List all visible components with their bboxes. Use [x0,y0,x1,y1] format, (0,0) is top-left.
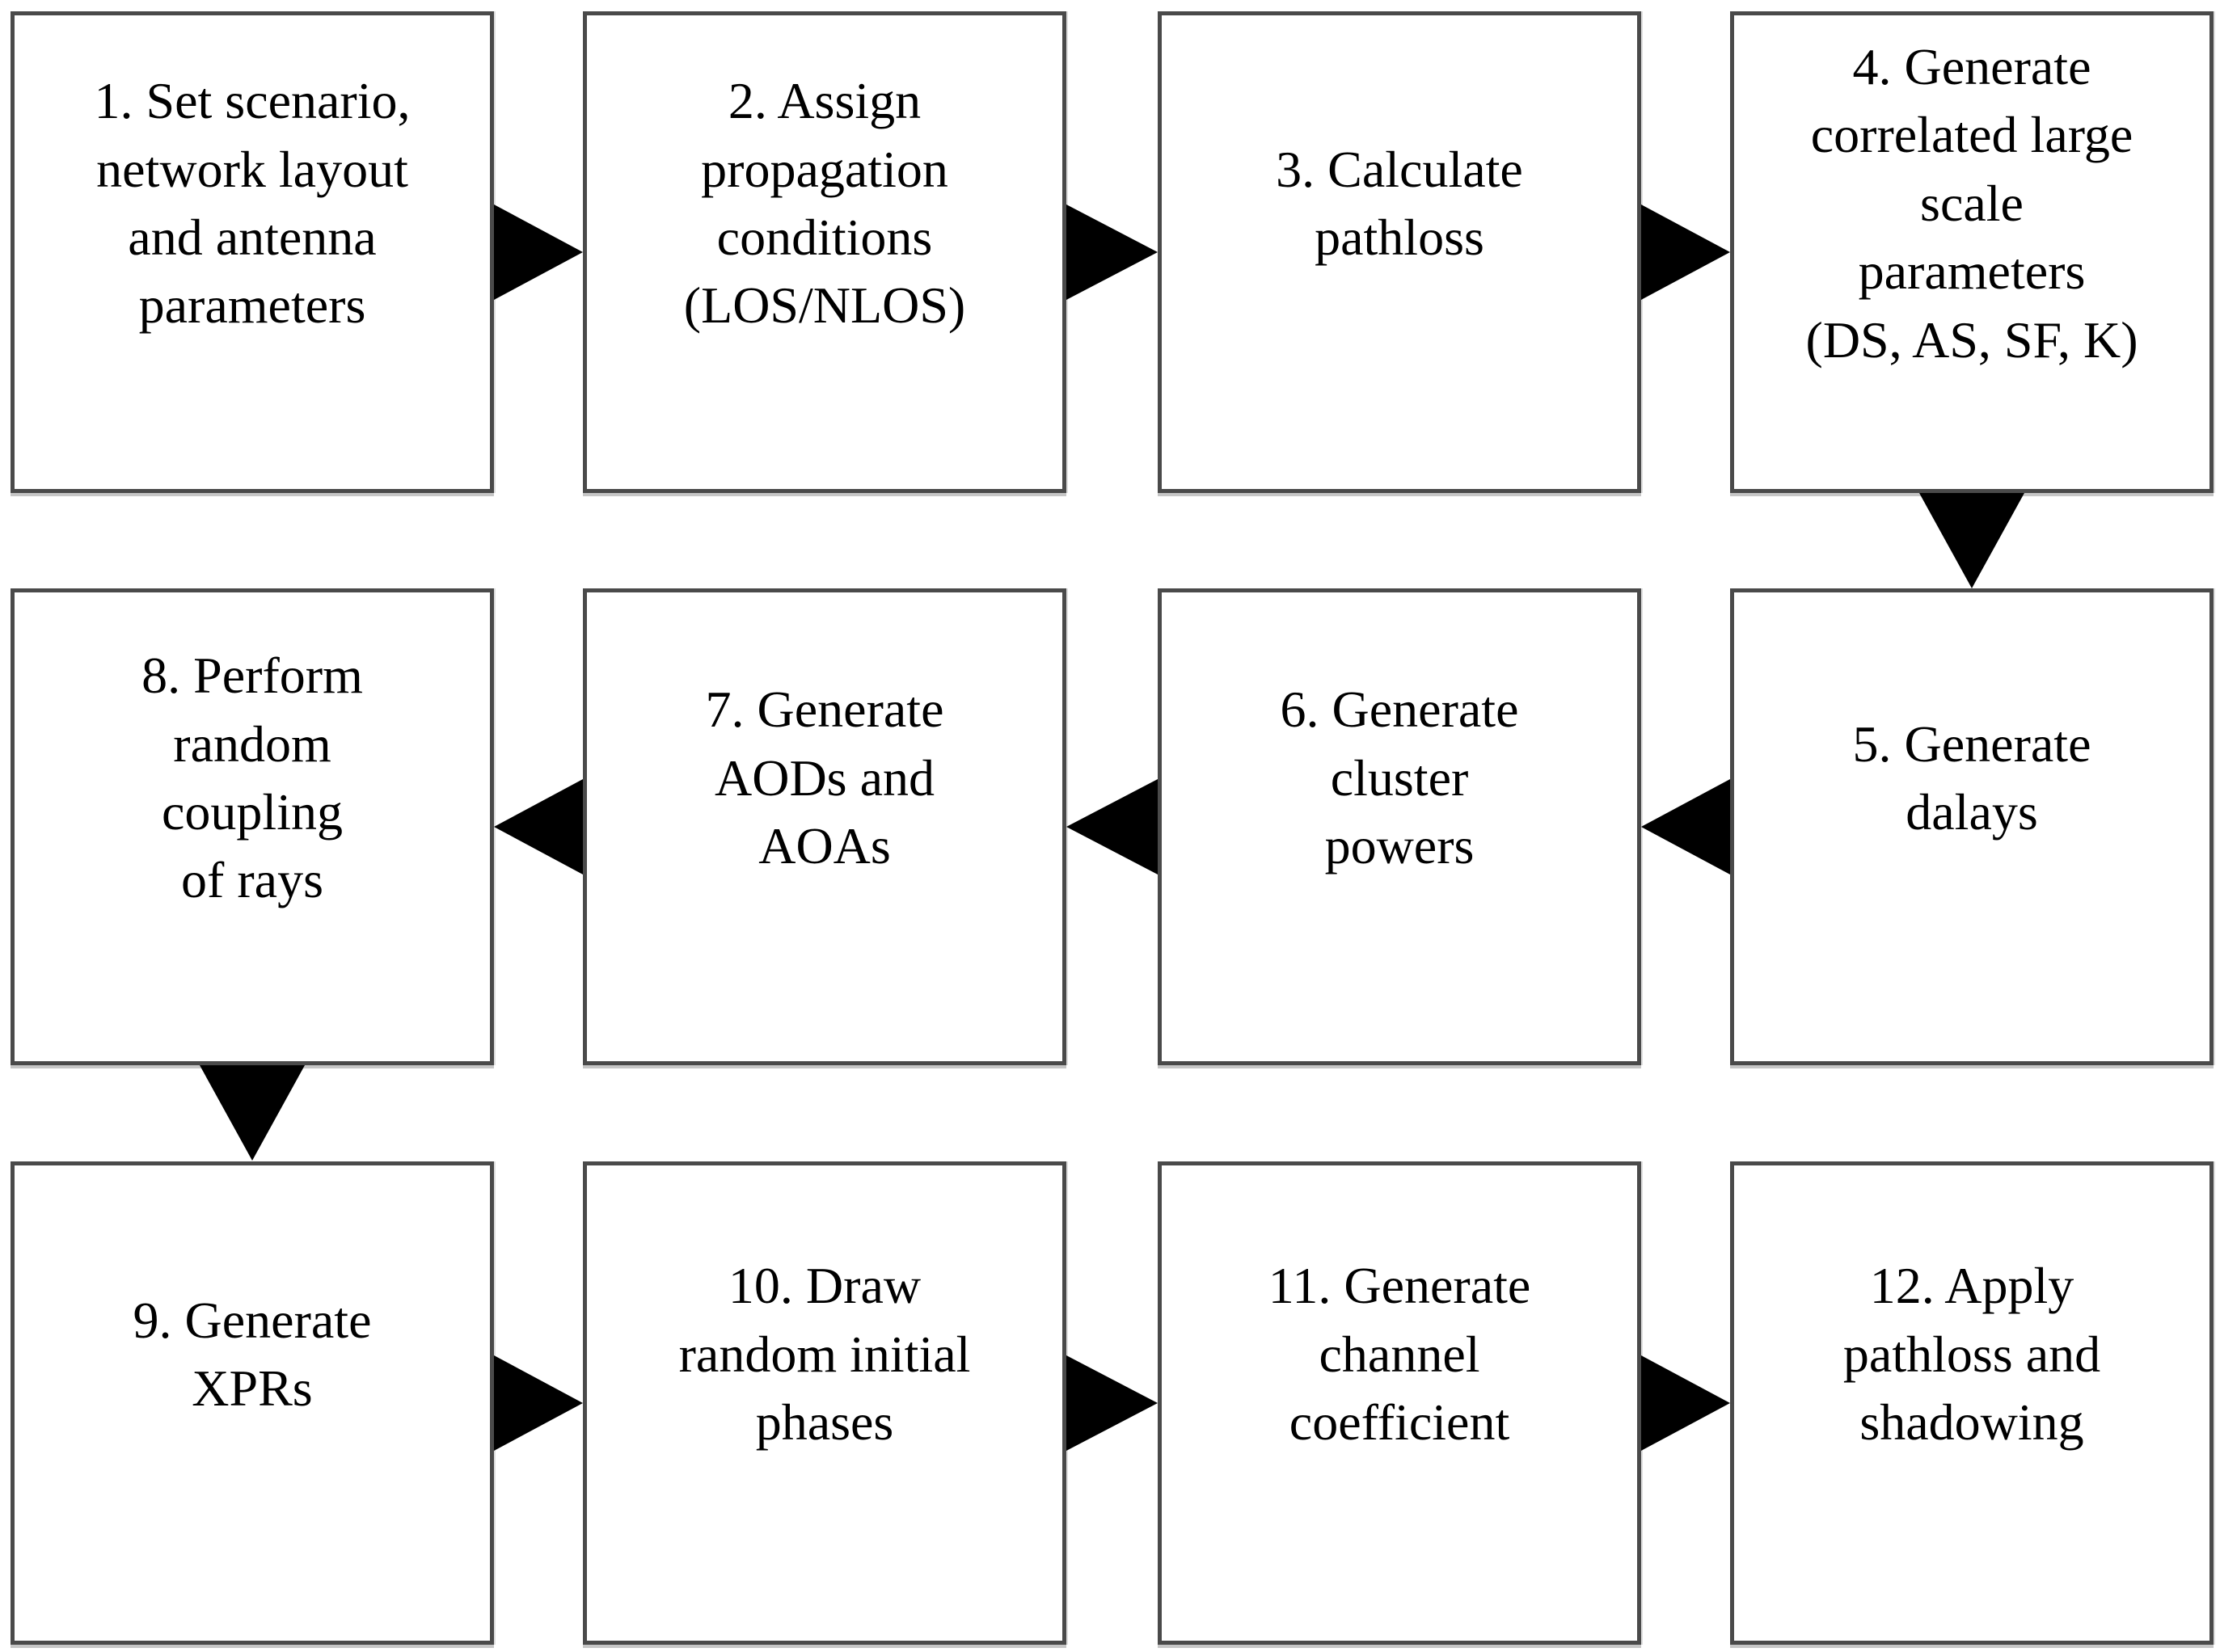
flow-step-10-label: 10. Draw random initial phases [678,1257,971,1452]
flow-step-2-label: 2. Assign propagation conditions (LOS/NL… [683,72,966,335]
flow-step-1-set-scenario: 1. Set scenario, network layout and ante… [11,11,494,493]
arrow-step7-to-step8-icon [494,779,583,874]
arrow-step3-to-step4-icon [1641,204,1730,300]
flow-step-6-label: 6. Generate cluster powers [1280,681,1519,875]
arrow-step9-to-step10-icon [494,1355,583,1451]
arrow-step6-to-step7-icon [1066,779,1158,874]
arrow-step2-to-step3-icon [1066,204,1158,300]
flow-step-7-generate-aod-aoa: 7. Generate AODs and AOAs [583,588,1066,1065]
flow-step-12-apply-pathloss: 12. Apply pathloss and shadowing [1730,1161,2214,1645]
flow-step-2-assign-propagation: 2. Assign propagation conditions (LOS/NL… [583,11,1066,493]
arrow-step1-to-step2-icon [494,204,583,300]
flow-step-8-random-coupling: 8. Perform random coupling of rays [11,588,494,1065]
flow-step-3-calculate-pathloss: 3. Calculate pathloss [1158,11,1641,493]
flow-step-11-label: 11. Generate channel coefficient [1268,1257,1531,1452]
arrow-step8-to-step9-icon [200,1065,305,1161]
flow-step-7-label: 7. Generate AODs and AOAs [705,681,944,875]
flow-step-8-label: 8. Perform random coupling of rays [141,647,363,909]
arrow-step11-to-step12-icon [1641,1355,1730,1451]
flow-step-11-channel-coefficient: 11. Generate channel coefficient [1158,1161,1641,1645]
arrow-step10-to-step11-icon [1066,1355,1158,1451]
flow-step-4-generate-lsp: 4. Generate correlated large scale param… [1730,11,2214,493]
flow-step-6-cluster-powers: 6. Generate cluster powers [1158,588,1641,1065]
flow-step-5-label: 5. Generate dalays [1852,714,2091,841]
arrow-step5-to-step6-icon [1641,779,1730,874]
flow-step-9-generate-xprs: 9. Generate XPRs [11,1161,494,1645]
flow-step-4-label: 4. Generate correlated large scale param… [1805,37,2138,369]
flow-step-10-initial-phases: 10. Draw random initial phases [583,1161,1066,1645]
flow-step-3-label: 3. Calculate pathloss [1276,140,1523,266]
flow-step-12-label: 12. Apply pathloss and shadowing [1842,1257,2101,1452]
flow-step-5-generate-delays: 5. Generate dalays [1730,588,2214,1065]
flow-step-1-label: 1. Set scenario, network layout and ante… [94,72,411,335]
flow-step-9-label: 9. Generate XPRs [133,1291,372,1417]
arrow-step4-to-step5-icon [1919,493,2024,588]
